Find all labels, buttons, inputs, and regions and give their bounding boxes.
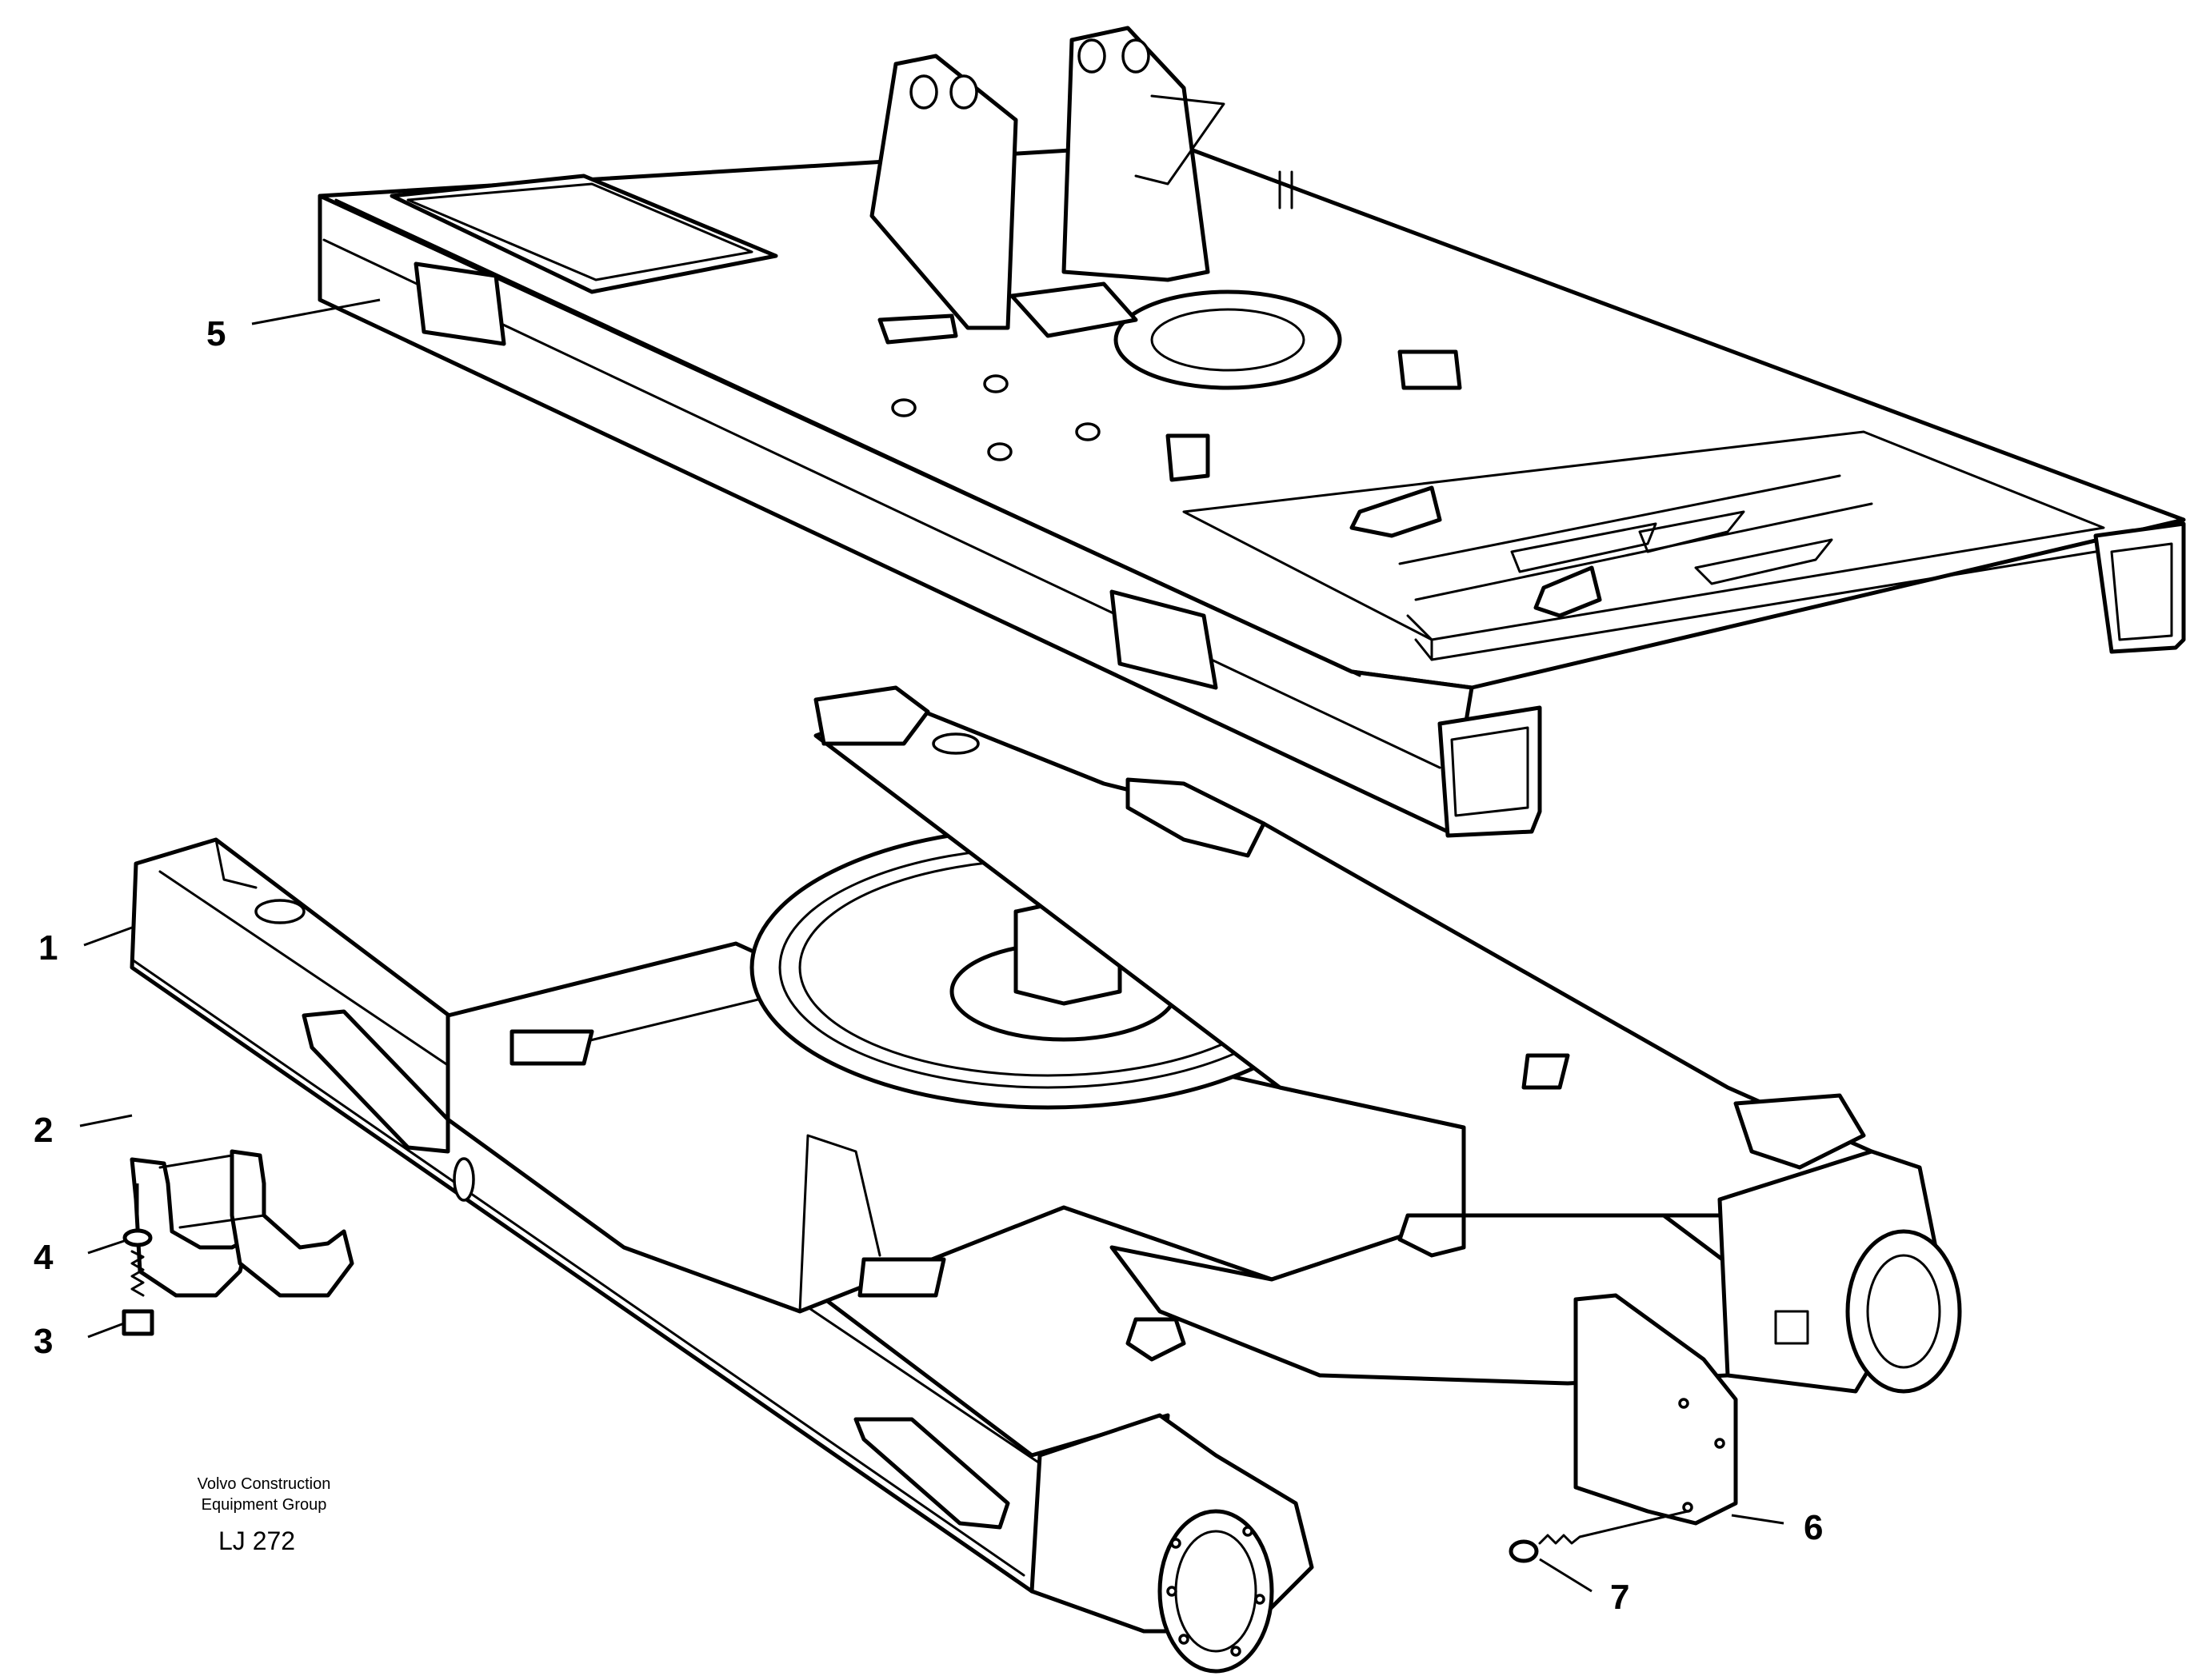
rear-bracket-left xyxy=(1349,485,1442,538)
flange-plate xyxy=(1009,281,1138,338)
callout-leaders xyxy=(79,298,1784,1593)
company-name-line1: Volvo Construction xyxy=(198,1475,331,1493)
track-guard-brackets xyxy=(130,1149,354,1298)
mount-ear-left xyxy=(1125,1317,1186,1362)
top-tab-2 xyxy=(1397,349,1462,390)
right-track-frame-upper xyxy=(813,685,930,746)
rear-bracket-right xyxy=(1533,565,1602,618)
undercarriage-frame-assembly xyxy=(130,685,1962,1674)
cover-plate xyxy=(1573,1293,1738,1526)
right-sprocket-bracket xyxy=(1733,1093,1866,1170)
drawing-credit: Volvo Construction Equipment Group LJ 27… xyxy=(198,1475,331,1555)
cover-plate-body xyxy=(1573,1293,1738,1526)
company-name-line2: Equipment Group xyxy=(202,1496,327,1514)
side-access-opening-front xyxy=(414,261,506,346)
callout-5: 5 xyxy=(206,314,226,353)
callout-4: 4 xyxy=(34,1238,54,1277)
top-plate-bosses xyxy=(891,374,1101,461)
callout-7: 7 xyxy=(1610,1578,1629,1617)
bolt-and-washer xyxy=(122,1183,154,1336)
bolt-thread xyxy=(130,1250,145,1297)
right-rear-bracket xyxy=(1125,777,1266,858)
left-frame-slot-front xyxy=(302,1009,450,1154)
callout-numbers: 5 1 2 4 3 6 7 xyxy=(34,314,1823,1617)
boom-mount-tower-right xyxy=(1061,26,1210,282)
swing-ring-upper xyxy=(1113,289,1342,390)
drawing-code: LJ 272 xyxy=(218,1526,295,1555)
side-access-opening-rear xyxy=(1109,589,1218,690)
top-tab-3 xyxy=(1165,433,1210,482)
upper-frame-assembly xyxy=(318,26,2186,838)
cover-screw xyxy=(1509,1510,1688,1563)
callout-2: 2 xyxy=(34,1111,53,1150)
upper-frame-left-rail-end xyxy=(1437,705,1542,838)
bracket-right xyxy=(230,1149,354,1298)
screw-head xyxy=(1509,1539,1539,1563)
mount-ear-center xyxy=(1397,1213,1466,1258)
boom-mount-tower-left xyxy=(869,54,1018,330)
callout-3: 3 xyxy=(34,1322,53,1361)
bolt-head xyxy=(122,1309,154,1336)
center-mount-plate-right xyxy=(1521,1053,1570,1090)
washer xyxy=(122,1228,153,1247)
left-frame-slot-rear xyxy=(853,1417,1010,1530)
center-mount-plate-lower xyxy=(857,1257,946,1298)
screw-thread xyxy=(1538,1534,1581,1545)
top-tab-1 xyxy=(877,313,958,345)
center-mount-plate-left xyxy=(510,1029,594,1066)
right-sprocket-hub xyxy=(1845,1229,1962,1394)
callout-1: 1 xyxy=(38,928,58,968)
left-idler-bolt-holes xyxy=(1166,1526,1265,1657)
callout-6: 6 xyxy=(1804,1508,1823,1547)
upper-frame-top-opening xyxy=(390,174,778,294)
